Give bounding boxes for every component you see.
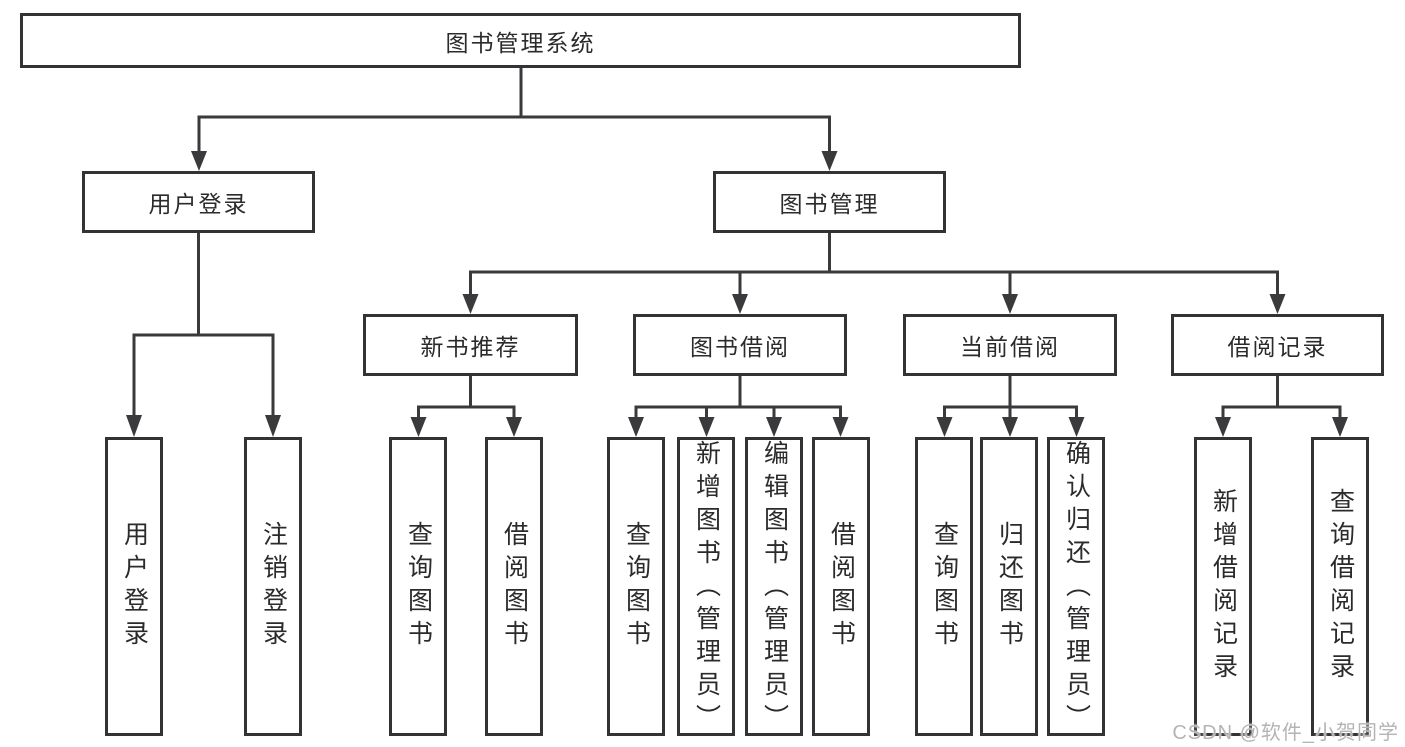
leaf-add-borrow-record-label: 新增借阅记录 xyxy=(1209,487,1238,686)
leaf-borrow-books-recommend: 借阅图书 xyxy=(485,437,543,736)
node-root-system: 图书管理系统 xyxy=(20,13,1021,68)
node-root-label: 图书管理系统 xyxy=(445,29,596,56)
leaf-query-books-current: 查询图书 xyxy=(915,437,973,736)
node-new-book-recommend-label: 新书推荐 xyxy=(420,334,521,360)
connector-book-management-branch xyxy=(462,231,1286,314)
leaf-add-borrow-record: 新增借阅记录 xyxy=(1194,437,1252,736)
leaf-edit-books-admin: 编辑图书（管理员） xyxy=(745,437,803,737)
node-new-book-recommend: 新书推荐 xyxy=(363,314,578,376)
node-book-borrow-label: 图书借阅 xyxy=(690,334,790,360)
connector-root-branch xyxy=(191,66,838,171)
leaf-borrow-books-borrow: 借阅图书 xyxy=(812,437,870,736)
leaf-confirm-return-admin: 确认归还（管理员） xyxy=(1047,437,1105,737)
leaf-borrow-books-borrow-label: 借阅图书 xyxy=(827,520,856,653)
node-book-borrow: 图书借阅 xyxy=(633,314,847,376)
connector-user-login-branch xyxy=(126,231,281,437)
leaf-user-login: 用户登录 xyxy=(105,437,163,736)
leaf-borrow-books-recommend-label: 借阅图书 xyxy=(500,520,529,653)
leaf-logout-label: 注销登录 xyxy=(259,520,288,653)
leaf-query-books-recommend-label: 查询图书 xyxy=(404,520,433,653)
leaf-return-books-label: 归还图书 xyxy=(995,520,1024,653)
node-book-management-label: 图书管理 xyxy=(779,191,880,217)
leaf-user-login-label: 用户登录 xyxy=(120,520,149,653)
leaf-return-books: 归还图书 xyxy=(980,437,1038,736)
node-book-management: 图书管理 xyxy=(713,171,946,233)
leaf-query-books-borrow: 查询图书 xyxy=(607,437,665,736)
leaf-query-books-borrow-label: 查询图书 xyxy=(622,520,651,653)
leaf-query-books-recommend: 查询图书 xyxy=(389,437,447,736)
leaf-query-borrow-record: 查询借阅记录 xyxy=(1311,437,1369,736)
watermark: CSDN @软件_小贺同学 xyxy=(1172,722,1399,744)
connector-book-borrow-branch xyxy=(628,374,849,437)
leaf-query-books-current-label: 查询图书 xyxy=(930,520,959,653)
node-current-borrow: 当前借阅 xyxy=(903,314,1117,376)
leaf-edit-books-admin-label: 编辑图书（管理员） xyxy=(760,440,789,737)
node-user-login: 用户登录 xyxy=(82,171,315,233)
node-borrow-records: 借阅记录 xyxy=(1171,314,1384,376)
connector-current-borrow-branch xyxy=(936,374,1085,437)
leaf-confirm-return-admin-label: 确认归还（管理员） xyxy=(1062,440,1091,737)
leaf-logout: 注销登录 xyxy=(244,437,302,736)
leaf-add-books-admin-label: 新增图书（管理员） xyxy=(692,440,721,737)
leaf-query-borrow-record-label: 查询借阅记录 xyxy=(1326,487,1355,686)
node-current-borrow-label: 当前借阅 xyxy=(960,334,1060,360)
connector-borrow-records-branch xyxy=(1215,374,1348,437)
node-user-login-label: 用户登录 xyxy=(148,191,249,217)
leaf-add-books-admin: 新增图书（管理员） xyxy=(677,437,735,737)
node-borrow-records-label: 借阅记录 xyxy=(1227,334,1328,360)
connector-new-book-branch xyxy=(410,374,522,437)
